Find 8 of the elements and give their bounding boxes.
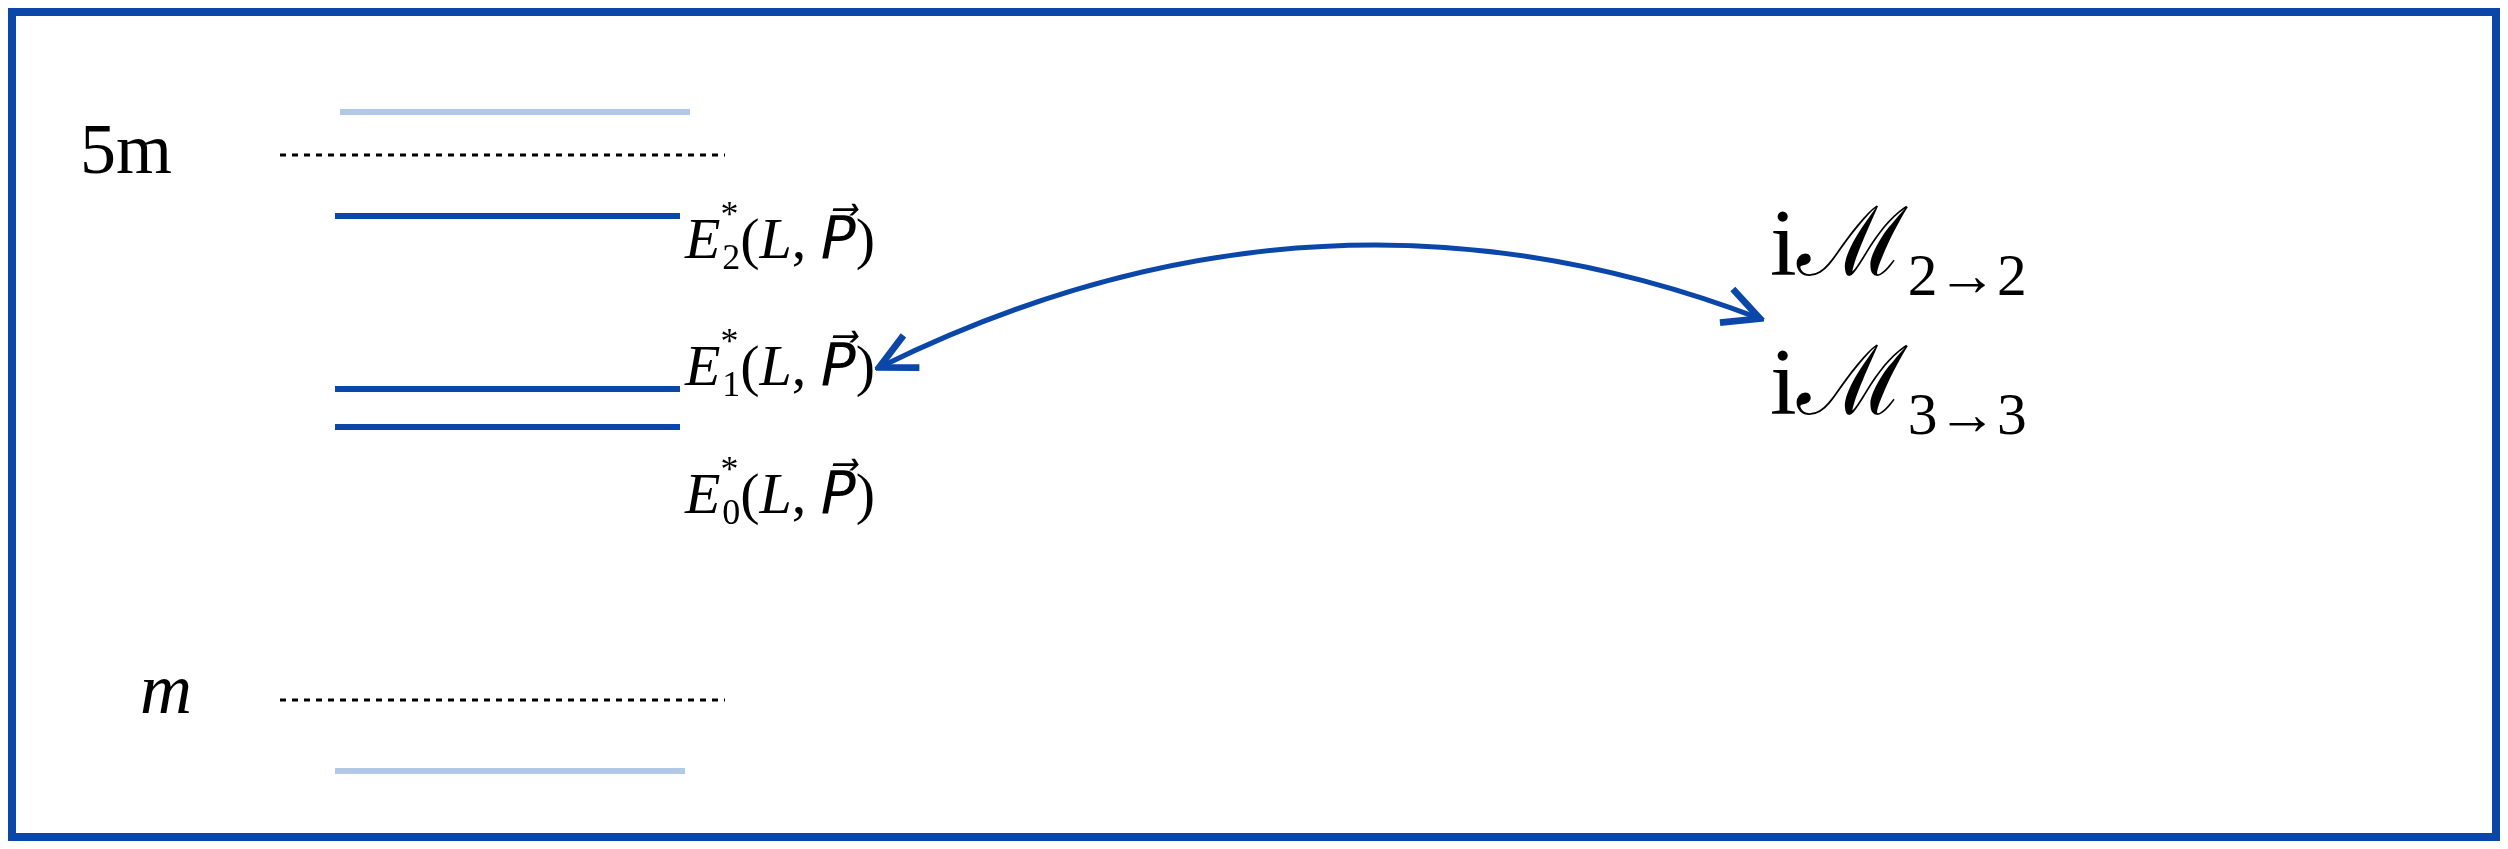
energy-level-label: E$^{*}$$_{1}$(L, P⃗) xyxy=(685,322,876,405)
energy-level-label: E$^{*}$$_{2}$(L, P⃗) xyxy=(685,195,876,278)
amplitude-label: iℳ$_{3→3}$ xyxy=(1770,328,2027,448)
mass-threshold-label: 5m xyxy=(80,110,172,190)
energy-level-label: E$^{*}$$_{0}$(L, P⃗) xyxy=(685,450,876,533)
double-headed-arrow xyxy=(875,242,1764,373)
mass-threshold-label: m xyxy=(140,650,192,730)
amplitude-label: iℳ$_{2→2}$ xyxy=(1770,190,2027,309)
